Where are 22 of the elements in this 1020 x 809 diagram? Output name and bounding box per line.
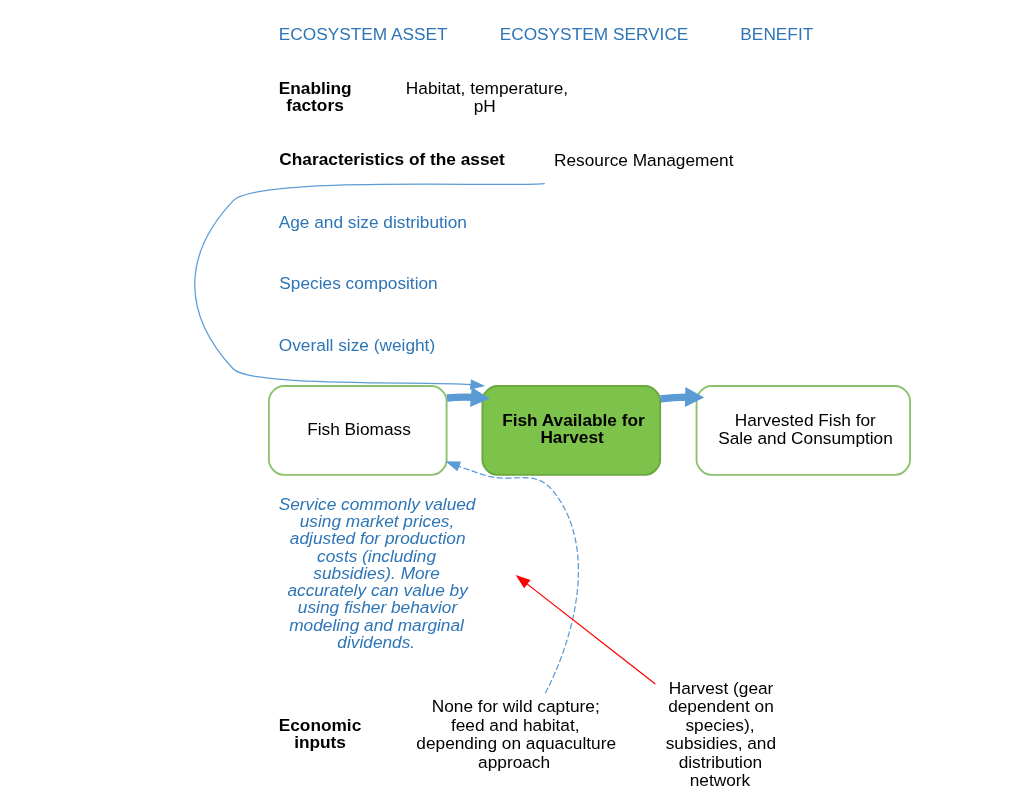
node-box: Harvested Fish for Sale and Consumption xyxy=(695,385,911,476)
label: Species composition xyxy=(279,273,438,294)
node-text: Harvest (gear dependent on species), subsidies, and distribution network xyxy=(665,677,777,791)
label: Characteristics of the asset xyxy=(279,148,505,169)
label: Habitat, temperature, pH xyxy=(405,77,569,117)
label: ECOSYSTEM SERVICE xyxy=(499,24,689,45)
node-label: Service commonly valued using market prices, adjusted for production costs (including subsidies). More accurately can value by using fisher behavior modeling and marginal dividends. xyxy=(278,493,476,652)
arrow xyxy=(660,387,705,408)
label: Age and size distribution xyxy=(278,211,467,232)
node-text: Resource Management xyxy=(553,149,734,170)
label: BENEFIT xyxy=(740,24,814,45)
arrow xyxy=(446,387,490,408)
arrow xyxy=(194,182,546,390)
node-text: None for wild capture; feed and habitat, depending on aquaculture approach xyxy=(416,696,617,772)
node-box: Fish Biomass xyxy=(267,385,448,476)
arrow xyxy=(445,461,579,694)
label: Overall size (weight) xyxy=(278,335,436,356)
label: Enabling factors xyxy=(278,77,352,115)
node-box: Fish Available for Harvest xyxy=(481,385,662,476)
arrow xyxy=(515,575,656,685)
label: Economic inputs xyxy=(278,714,362,752)
label: ECOSYSTEM ASSET xyxy=(278,24,448,45)
